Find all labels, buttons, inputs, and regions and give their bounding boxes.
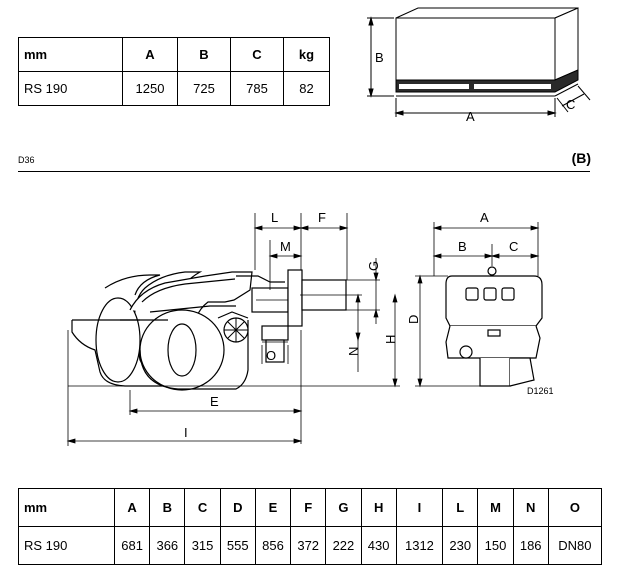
dimensions-header-cell: I: [395, 488, 444, 527]
label-o: O: [266, 348, 276, 363]
packaging-cell: 82: [283, 71, 330, 106]
label-front-b: B: [458, 239, 467, 254]
section-code: D36: [18, 155, 35, 165]
packaging-header-cell: mm: [18, 37, 123, 72]
packaging-table-header-row: mm A B C kg: [18, 37, 330, 72]
box-label-c: C: [566, 97, 575, 112]
dimensions-cell: 315: [184, 526, 221, 565]
dimensions-table-row: RS 190 681 366 315 555 856 372 222 430 1…: [18, 526, 603, 565]
label-front-c: C: [509, 239, 518, 254]
dimensions-cell: 230: [442, 526, 479, 565]
packaging-cell: 725: [177, 71, 231, 106]
section-divider: [18, 171, 590, 172]
dimensions-header-cell: F: [290, 488, 327, 527]
dimensions-cell: 372: [290, 526, 327, 565]
section-tag: (B): [571, 150, 591, 166]
dimensions-header-cell: G: [325, 488, 362, 527]
dimensions-header-cell: H: [360, 488, 397, 527]
dimensions-cell: DN80: [547, 526, 603, 565]
dimensions-cell: 681: [113, 526, 151, 565]
label-l: L: [271, 210, 278, 225]
box-label-b: B: [375, 50, 384, 65]
dimensions-header-cell: mm: [18, 488, 115, 527]
dimensions-header-cell: B: [149, 488, 186, 527]
label-g: G: [366, 261, 381, 271]
label-f: F: [318, 210, 326, 225]
dimensions-table-header-row: mm A B C D E F G H I L M N O: [18, 488, 603, 527]
label-h: H: [383, 335, 398, 344]
dimensions-cell: 856: [254, 526, 292, 565]
label-e: E: [210, 394, 219, 409]
burner-front-view: [445, 266, 543, 387]
label-n: N: [346, 347, 361, 356]
label-d: D: [406, 315, 421, 324]
dimensions-header-cell: C: [184, 488, 221, 527]
dimensions-header-cell: D: [219, 488, 256, 527]
dimensions-cell: 150: [477, 526, 514, 565]
dimensions-cell: 1312: [395, 526, 444, 565]
packaging-header-cell: A: [122, 37, 178, 72]
dimensions-cell: 430: [360, 526, 397, 565]
drawing-code: D1261: [527, 386, 554, 396]
dimensions-cell: 555: [219, 526, 256, 565]
dimensions-header-cell: L: [442, 488, 479, 527]
dimensions-header-cell: A: [113, 488, 151, 527]
packaging-cell: RS 190: [18, 71, 123, 106]
side-view-dimension-lines: [66, 213, 400, 446]
dimensions-cell: RS 190: [18, 526, 115, 565]
box-label-a: A: [466, 109, 475, 124]
dimensions-header-cell: O: [547, 488, 603, 527]
packaging-box-drawing: [367, 7, 591, 117]
burner-dimensions-table: mm A B C D E F G H I L M N O RS 190 681 …: [18, 488, 603, 565]
label-m: M: [280, 239, 291, 254]
packaging-cell: 1250: [122, 71, 178, 106]
dimensions-cell: 366: [149, 526, 186, 565]
packaging-dimensions-table: mm A B C kg RS 190 1250 725 785 82: [18, 37, 330, 106]
label-i: I: [184, 425, 188, 440]
packaging-header-cell: kg: [283, 37, 330, 72]
dimensions-header-cell: N: [512, 488, 549, 527]
packaging-table-row: RS 190 1250 725 785 82: [18, 71, 330, 106]
front-view-dimension-lines: [415, 222, 540, 388]
dimensions-cell: 186: [512, 526, 549, 565]
dimensions-header-cell: E: [254, 488, 292, 527]
dimensions-header-cell: M: [477, 488, 514, 527]
dimensions-cell: 222: [325, 526, 362, 565]
label-front-a: A: [480, 210, 489, 225]
packaging-cell: 785: [230, 71, 284, 106]
burner-side-view: [68, 269, 347, 391]
